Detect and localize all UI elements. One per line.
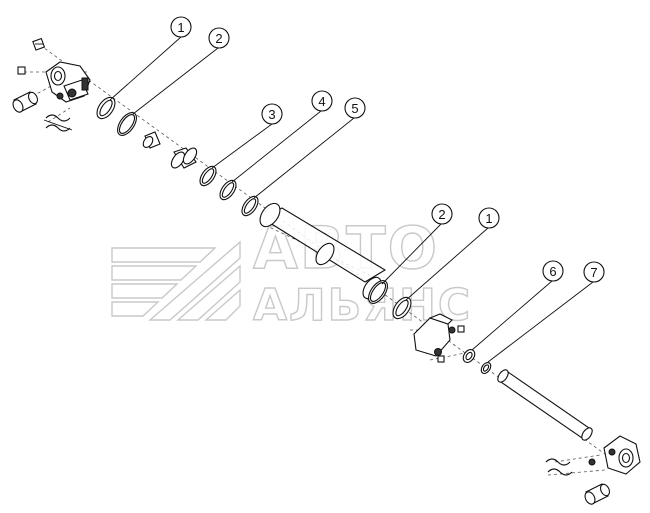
left-pin [12,91,39,113]
avto-alyans-logo-icon [111,240,241,321]
right-cotter-pins [545,458,573,476]
rod-seals [462,349,492,374]
callout-circle-2-upper [208,27,230,49]
callout-label-2-lower: 2 [438,207,445,222]
piston-rod [497,369,593,441]
left-cotter-pins [43,114,73,132]
callout-circle-7 [583,261,605,283]
callout-label-7: 7 [590,265,597,280]
callout-label-1-upper: 1 [177,20,184,35]
callout-label-3: 3 [268,107,275,122]
right-clevis-assembly [545,435,641,505]
right-nut [588,458,596,466]
guide-bushing [142,131,161,149]
left-top-nut [32,37,46,51]
left-clevis [45,61,91,103]
right-clevis [603,435,641,475]
callout-label-4: 4 [318,94,325,109]
callout-circle-1-upper [170,16,192,38]
callout-circle-5 [344,97,366,119]
callout-label-1-lower: 1 [485,211,492,226]
cylinder-head [413,313,465,363]
callout-circle-2-lower [431,203,453,225]
piston [170,147,198,169]
upper-seals [96,96,259,217]
callouts: 1 2 3 4 5 2 1 6 7 [109,16,605,363]
callout-label-5: 5 [351,101,358,116]
callout-circle-6 [542,260,564,282]
left-washer [17,66,26,75]
callout-circle-3 [261,103,283,125]
right-pin [584,483,611,505]
callout-circle-1-lower [478,207,500,229]
callout-label-2-upper: 2 [215,31,222,46]
callout-label-6: 6 [549,264,556,279]
lower-seals [368,280,412,320]
callout-circle-4 [311,90,333,112]
left-clevis-assembly [12,37,91,132]
